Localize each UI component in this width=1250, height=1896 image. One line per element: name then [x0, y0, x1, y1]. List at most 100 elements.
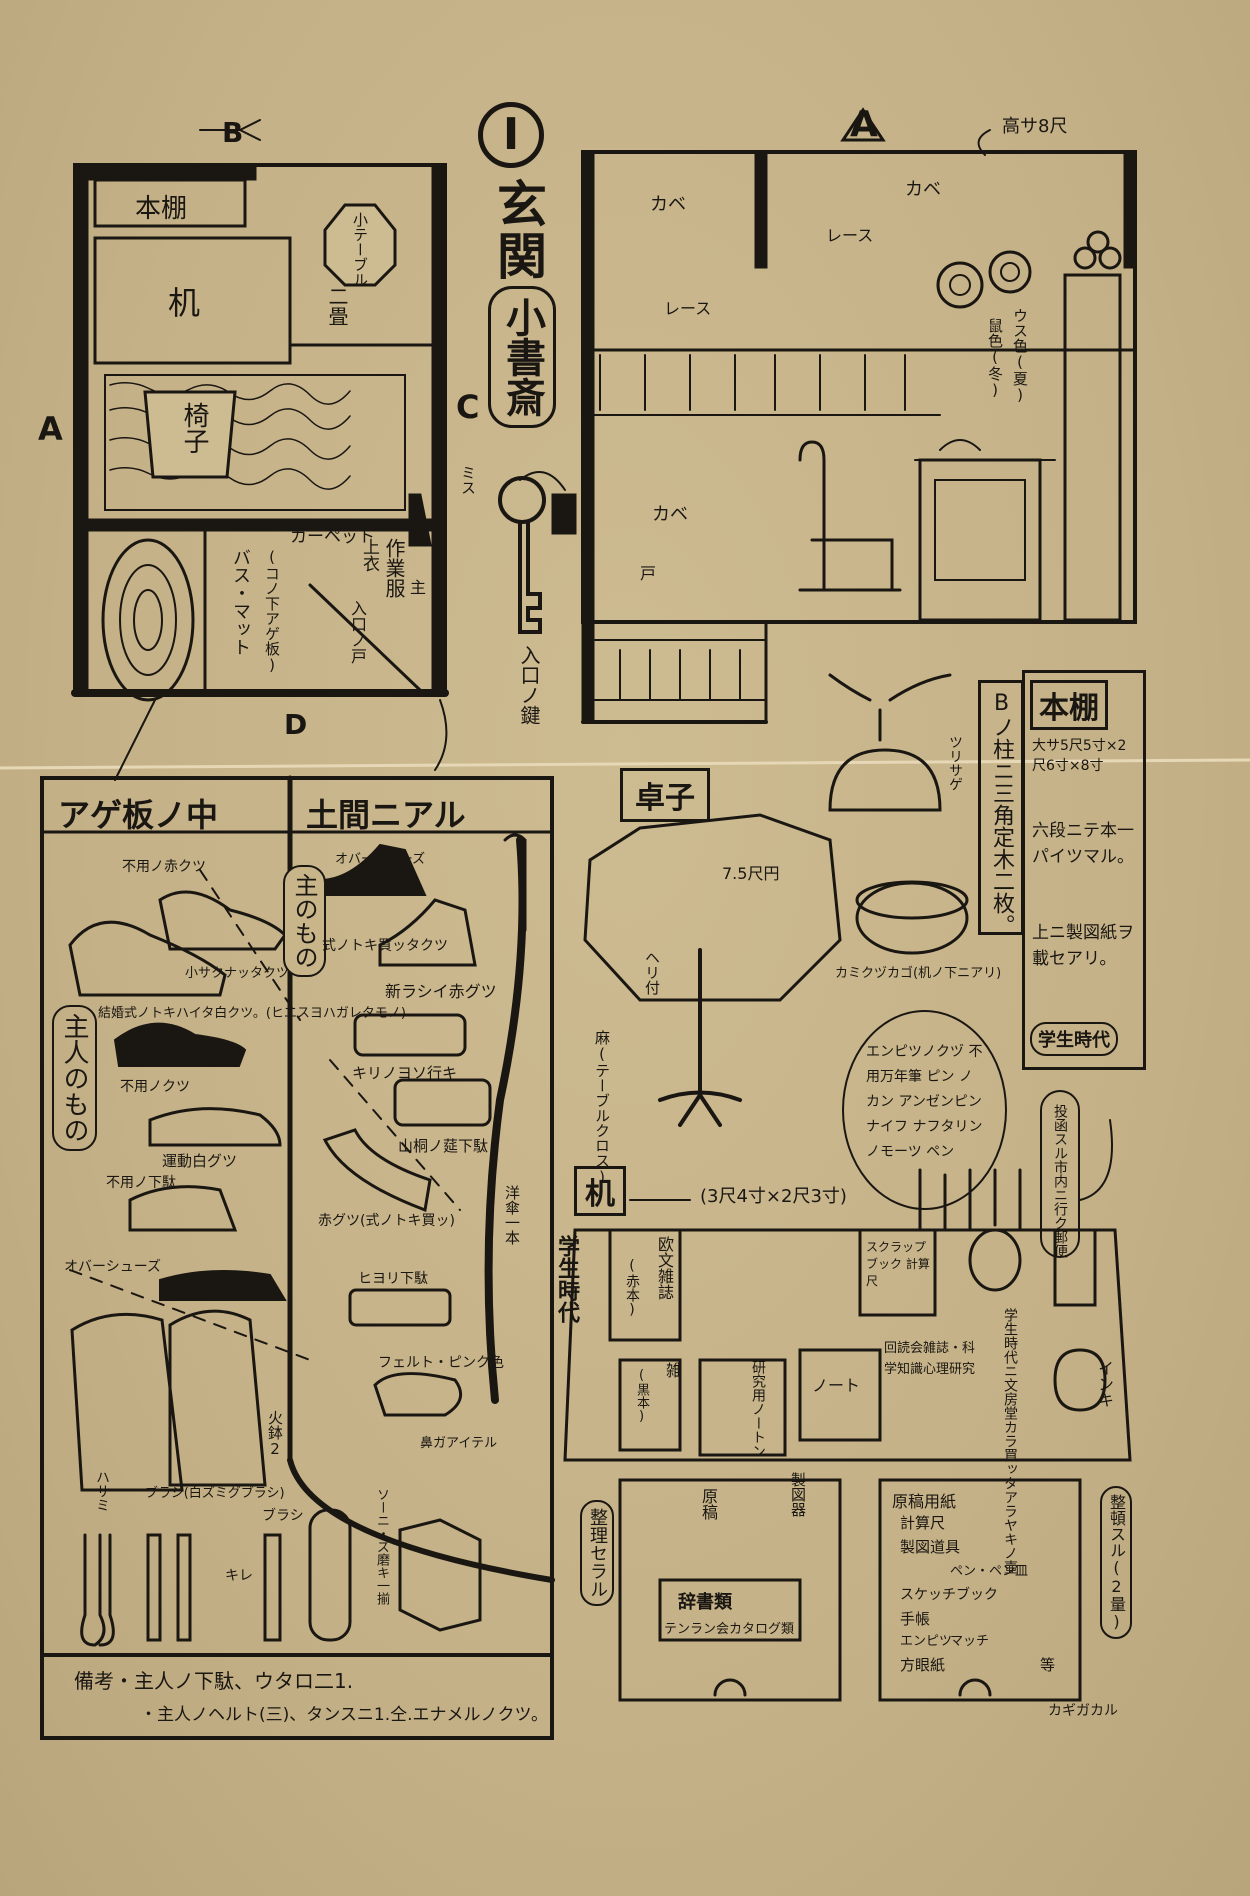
drawer-right-item: 原稿用紙: [892, 1492, 957, 1511]
drawer-left-item: 製図器: [789, 1472, 807, 1517]
kagi-label: カギガカル: [1048, 1703, 1118, 1719]
desk-item: (黒本): [634, 1368, 649, 1424]
notes-line-2: ・主人ノヘルト(三)、タンスニ1.仝.エナメルノクツ。: [140, 1705, 549, 1725]
hondana-era: 学生時代: [1030, 1022, 1118, 1056]
plan-isu: 椅子: [179, 402, 209, 454]
desk-item: 欧文雑誌: [655, 1236, 674, 1300]
doma-item: フェルト・ピンク色: [378, 1355, 504, 1371]
hondana-panel: [1022, 670, 1146, 1070]
drawer-right-item: 手帳: [900, 1610, 931, 1628]
table-cloth: 麻(テーブルクロス): [593, 1030, 611, 1186]
plan-shu: 主: [410, 578, 427, 597]
desk-item: 研究用ノートン: [750, 1360, 766, 1458]
plan-mark-c: C: [456, 388, 480, 426]
plan-sagyofuku: 作業服: [382, 538, 406, 598]
plan-mark-b: B: [222, 116, 244, 149]
mail-bubble: 投函スル市内ニ行ク郵便: [1040, 1090, 1080, 1258]
plan-small-table: 小テーブル: [351, 212, 369, 287]
seiri-label: 整理セラル: [580, 1500, 614, 1606]
agebita-item: ブラシ: [262, 1508, 304, 1524]
desk-item: スクラップブック 計算尺: [866, 1240, 930, 1288]
doma-item: オバーシューズ: [335, 852, 426, 867]
plan-mark-d: D: [284, 708, 308, 741]
elev-kabe-1: カベ: [650, 194, 686, 215]
plan-kono-shita: (コノ下アゲ板): [263, 548, 281, 674]
pens-bubble: エンピツノクヅ 不用万年筆 ピン ノカン アンゼンピン ナイフ ナフタリン ノモ…: [842, 1010, 1007, 1210]
agebita-item: 小サクナッタクツ: [185, 966, 290, 981]
desk-item: 雑: [663, 1362, 682, 1378]
doma-header: 土間ニアル: [306, 796, 466, 834]
drawer-left-item: 原稿: [699, 1488, 718, 1520]
plan-misu: ミス: [459, 465, 477, 495]
doma-item: 式ノトキ買ッタクツ: [322, 938, 448, 954]
drawer-right-item: エンピツ: [900, 1634, 953, 1649]
desk-item: (赤本): [624, 1258, 640, 1318]
elev-lace-2: レース: [664, 299, 712, 318]
doma-item: ソーニ・ズ磨キ一揃: [374, 1488, 389, 1605]
desk-item: ノート: [812, 1376, 861, 1395]
table-size: 7.5尺円: [722, 864, 780, 883]
table-hem: ヘリ付: [643, 950, 661, 995]
tsurusage-label: ツリサゲ: [947, 735, 963, 791]
drawer-right-item: ペン・ペン皿: [950, 1564, 1029, 1579]
desk-header: 机: [574, 1166, 626, 1216]
hondana-size: 大サ5尺5寸×2尺6寸×8寸: [1032, 738, 1127, 774]
desk-item: 学生時代ニ文房堂カラ買ッタアラヤキノ壷: [1002, 1308, 1018, 1574]
plan-bath-mat: バス・マット: [230, 548, 251, 656]
shoe-area-drawing: [40, 775, 555, 1740]
agebita-item: 運動白グツ: [162, 1152, 238, 1170]
key-drawing: [498, 471, 577, 634]
agebita-item: 不用ノ下駄: [106, 1175, 176, 1191]
agebita-item: 不用ノクツ: [120, 1079, 190, 1095]
elev-hat-1: ウス色(夏): [1011, 308, 1029, 404]
doma-item: 山桐ノ莚下駄: [398, 1137, 489, 1155]
elev-hat-2: 鼠色(冬): [986, 318, 1004, 399]
drawer-left-item: テンラン会カタログ類: [664, 1622, 795, 1637]
agebita-item: オバーシューズ: [64, 1259, 162, 1275]
agebita-item: 結婚式ノトキハイタ白クツ。(ヒエスヨハガレタモノ): [98, 1006, 406, 1021]
plan-uwagi: 上衣: [359, 538, 379, 572]
agebita-header: アゲ板ノ中: [58, 796, 219, 834]
drawer-left-item: 辞書類: [678, 1592, 732, 1613]
doma-item: 新ラシイ赤グツ: [385, 982, 497, 1001]
drawer-right-item: 方眼紙: [900, 1656, 946, 1674]
table-drawing: [583, 673, 969, 1127]
plan-carpet: カーペット: [290, 527, 375, 547]
elev-door: 戸: [640, 564, 657, 583]
section-number: I: [478, 102, 544, 168]
doma-side-label: 主のもの: [283, 865, 326, 977]
plan-hondana: 本棚: [135, 194, 188, 224]
desk-size: (3尺4寸×2尺3寸): [700, 1186, 847, 1207]
agebita-item: ハサミ: [94, 1470, 110, 1512]
doma-item: 赤グツ(式ノトキ買ッ): [318, 1213, 455, 1229]
notes-line-1: 備考・主人ノ下駄、ウタロ二1.: [74, 1669, 354, 1693]
elev-kabe-2: カベ: [905, 179, 941, 200]
plan-tsukue: 机: [168, 284, 201, 322]
elev-height: 高サ8尺: [1002, 116, 1068, 137]
section-title: 玄関: [489, 178, 547, 282]
section-subtitle: 小書斎: [488, 286, 556, 428]
elev-mark-a: A: [850, 104, 878, 145]
drawer-right-item: 製図道具: [900, 1538, 961, 1556]
hashira-note: Bノ柱ニ三角定木二枚。: [978, 680, 1024, 936]
desk-side-label: 学生時代: [554, 1235, 579, 1323]
drawer-right-item: マッチ: [950, 1634, 990, 1649]
elevation-drawing: [581, 107, 1137, 724]
doma-item: 洋傘一本: [503, 1185, 521, 1245]
fold-crease: [0, 758, 1250, 770]
desk-drawing: [563, 1119, 1132, 1702]
hondana-line-2: 上ニ製図紙ヲ載セアリ。: [1032, 923, 1134, 969]
agebita-item: 火鉢2: [266, 1410, 284, 1458]
doma-item: ヒヨリ下駄: [358, 1271, 428, 1287]
floor-plan-drawing: [71, 119, 449, 781]
elev-kabe-3: カベ: [652, 504, 688, 525]
agebita-item: ブラシ(白ズミグブラシ): [145, 1486, 285, 1501]
elev-lace-1: レース: [826, 226, 874, 245]
drawer-right-item: 等: [1040, 1656, 1056, 1674]
drawer-right-item: スケッチブック: [900, 1587, 998, 1603]
doma-item: キリノヨソ行キ: [352, 1064, 458, 1082]
doma-item: 鼻ガアイテル: [420, 1436, 498, 1451]
drawer-right-item: 計算尺: [900, 1514, 946, 1532]
table-header: 卓子: [620, 768, 710, 822]
